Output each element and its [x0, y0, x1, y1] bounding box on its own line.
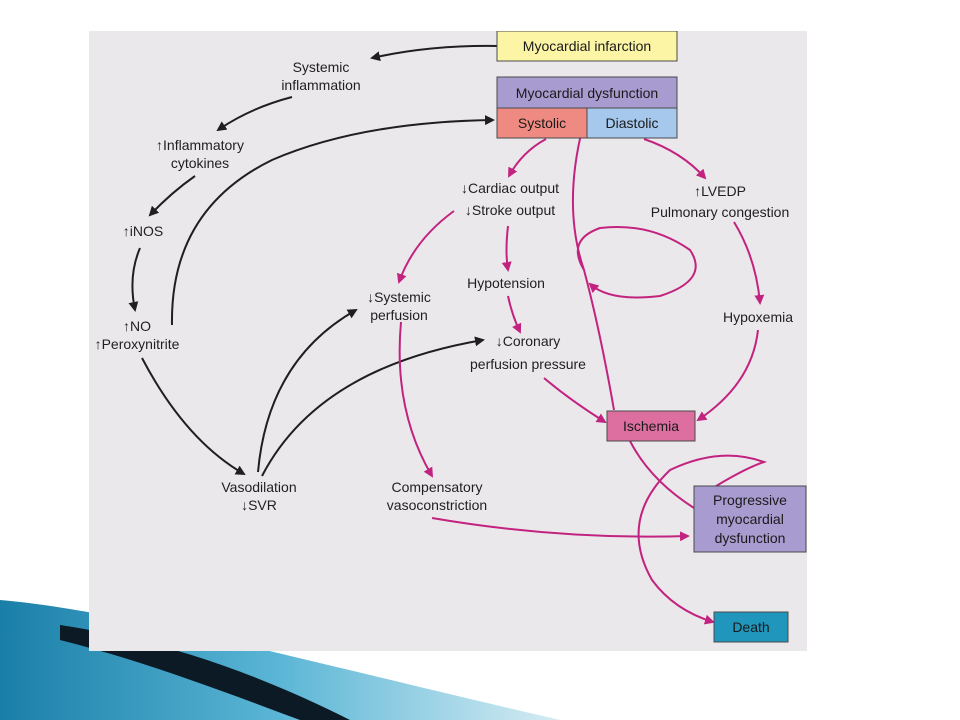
arrow-mi-to-inflammation	[370, 44, 498, 62]
arrow-progressive-loop-to-death	[637, 454, 768, 625]
arrow-cytokines-to-inos	[148, 175, 196, 217]
box-myocardial-infarction: Myocardial infarction	[496, 31, 678, 62]
coronary-line1: ↓Coronary	[496, 333, 561, 349]
compensatory-line1: Compensatory	[391, 479, 482, 495]
vasodilation-label: Vasodilation	[221, 479, 296, 495]
arrow-compensatory-to-progressive	[431, 517, 690, 542]
arrow-systolic-to-cardiac-output	[508, 138, 547, 178]
progressive-label-line3: dysfunction	[715, 530, 786, 546]
inflammatory-cytokines-line1: ↑Inflammatory	[156, 137, 244, 153]
up-arrow-icon: ↑	[123, 223, 130, 239]
arrow-diastolic-to-lvedp	[643, 138, 707, 180]
down-arrow-icon: ↓	[367, 289, 374, 305]
arrow-inos-to-no	[128, 247, 141, 312]
progressive-label-line1: Progressive	[713, 492, 787, 508]
arrow-output-to-hypotension	[501, 225, 512, 272]
arrow-vasodilation-to-perfusion	[257, 309, 358, 473]
myocardial-dysfunction-label: Myocardial dysfunction	[516, 85, 658, 101]
down-arrow-icon: ↓	[461, 180, 468, 196]
systemic-perfusion-line2: perfusion	[370, 307, 428, 323]
inos-label: ↑iNOS	[123, 223, 163, 239]
death-label: Death	[732, 619, 769, 635]
no-label: ↑NO	[123, 318, 151, 334]
compensatory-line2: vasoconstriction	[387, 497, 487, 513]
down-arrow-icon: ↓	[465, 202, 472, 218]
systemic-inflammation-line2: inflammation	[281, 77, 360, 93]
arrow-output-to-systemic-perfusion	[396, 210, 455, 284]
svr-label: ↓SVR	[241, 497, 277, 513]
ischemia-label: Ischemia	[623, 418, 679, 434]
up-arrow-icon: ↑	[123, 318, 130, 334]
systemic-perfusion-line1: ↓Systemic	[367, 289, 431, 305]
arrow-peroxynitrite-to-vasodilation	[141, 357, 246, 475]
systolic-label: Systolic	[518, 115, 566, 131]
progressive-label-line2: myocardial	[716, 511, 784, 527]
lvedp-label: ↑LVEDP	[694, 183, 746, 199]
box-progressive-dysfunction: Progressive myocardial dysfunction	[693, 485, 807, 553]
box-diastolic: Diastolic	[586, 107, 678, 139]
arrow-no-to-systolic	[170, 115, 495, 326]
coronary-line2: perfusion pressure	[470, 356, 586, 372]
arrow-congestion-to-hypoxemia	[733, 221, 765, 305]
arrow-ischemia-to-progressive	[629, 440, 695, 509]
box-ischemia: Ischemia	[606, 410, 696, 442]
down-arrow-icon: ↓	[496, 333, 503, 349]
box-systolic: Systolic	[496, 107, 588, 139]
down-arrow-icon: ↓	[241, 497, 248, 513]
hypotension-label: Hypotension	[467, 275, 545, 291]
systemic-inflammation-line1: Systemic	[293, 59, 350, 75]
flow-diagram: Myocardial infarction Myocardial dysfunc…	[95, 31, 807, 643]
up-arrow-icon: ↑	[694, 183, 701, 199]
arrow-hypotension-to-coronary	[507, 295, 522, 334]
diastolic-label: Diastolic	[606, 115, 659, 131]
arrow-vasodilation-to-coronary	[261, 336, 485, 477]
arrow-perfusion-to-compensatory	[398, 321, 434, 478]
arrow-inflammation-to-cytokines	[216, 96, 293, 132]
box-death: Death	[713, 611, 789, 643]
peroxynitrite-label: ↑Peroxynitrite	[95, 336, 180, 352]
up-arrow-icon: ↑	[95, 336, 102, 352]
cardiac-output-label: ↓Cardiac output	[461, 180, 559, 196]
stroke-output-label: ↓Stroke output	[465, 202, 555, 218]
arrow-dysfunction-loop-to-ischemia	[571, 107, 697, 411]
hypoxemia-label: Hypoxemia	[723, 309, 793, 325]
arrow-hypoxemia-to-ischemia	[696, 329, 759, 422]
box-myocardial-dysfunction: Myocardial dysfunction	[496, 76, 678, 109]
figure-panel: Myocardial infarction Myocardial dysfunc…	[89, 31, 807, 651]
up-arrow-icon: ↑	[156, 137, 163, 153]
pulmonary-congestion-label: Pulmonary congestion	[651, 204, 790, 220]
arrow-coronary-to-ischemia	[543, 377, 607, 424]
inflammatory-cytokines-line2: cytokines	[171, 155, 229, 171]
myocardial-infarction-label: Myocardial infarction	[523, 38, 651, 54]
